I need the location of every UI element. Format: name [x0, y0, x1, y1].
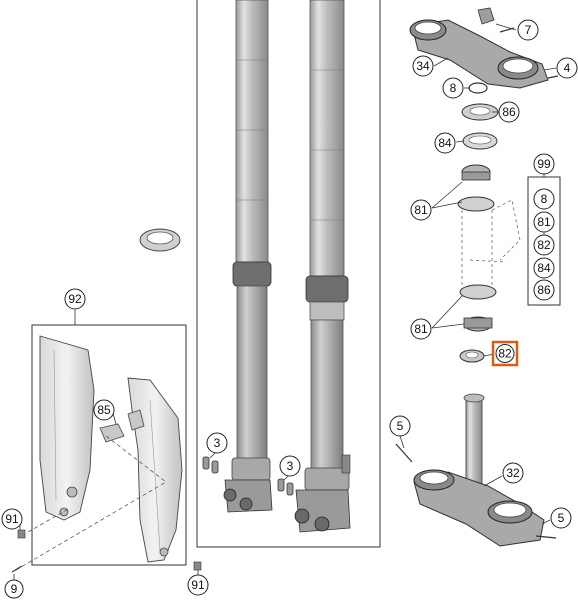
callout-label: 91: [5, 512, 19, 526]
callout-5-upper[interactable]: 5: [389, 415, 411, 437]
screw-91-left: [17, 529, 26, 539]
callout-label: 3: [214, 436, 221, 450]
highlight-box: [491, 340, 519, 367]
callout-label: 8: [450, 81, 457, 95]
callout-label: 81: [537, 215, 551, 229]
callout-81-upper[interactable]: 81: [410, 199, 432, 221]
left-fork-leg: [223, 0, 273, 513]
callout-label: 3: [287, 459, 294, 473]
o-ring: [468, 82, 488, 94]
right-fork-guard: [127, 377, 183, 563]
left-fork-seal: [232, 261, 272, 287]
callout-label: 84: [438, 136, 452, 150]
upper-triple-clamp: [409, 7, 559, 89]
callout-label: 82: [498, 347, 512, 361]
callout-85[interactable]: 85: [93, 399, 115, 421]
callout-label: 8: [541, 192, 548, 206]
kit-item-8[interactable]: 8: [533, 188, 555, 210]
callout-3-right[interactable]: 3: [279, 455, 301, 477]
callout-label: 5: [558, 511, 565, 525]
kit-item-82[interactable]: 82: [533, 234, 555, 256]
screw-91-right: [193, 561, 202, 571]
callout-5-lower[interactable]: 5: [550, 507, 572, 529]
lower-bearing: [459, 284, 497, 332]
callout-label: 81: [414, 322, 428, 336]
guard-assembly-lines: [15, 435, 167, 571]
dust-seal: [461, 103, 499, 121]
guard-bracket: [99, 409, 145, 443]
callout-label: 99: [537, 157, 551, 171]
callout-34[interactable]: 34: [412, 55, 434, 77]
loose-ring: [139, 228, 181, 252]
fork-guard-frame: [31, 324, 187, 566]
callout-9[interactable]: 9: [4, 579, 24, 599]
steering-head-outline: [461, 199, 521, 290]
lower-triple-clamp: [395, 393, 557, 547]
callout-label: 5: [397, 419, 404, 433]
screw-9: [11, 565, 23, 573]
callout-99-kit[interactable]: 99: [533, 153, 555, 175]
callout-32[interactable]: 32: [502, 462, 524, 484]
callout-label: 4: [564, 61, 571, 75]
callout-label: 81: [414, 203, 428, 217]
right-fork-seal: [305, 275, 349, 303]
callout-label: 82: [537, 238, 551, 252]
kit-item-81[interactable]: 81: [533, 211, 555, 233]
seal-ring-82: [459, 349, 485, 363]
clamp-bolts-left: [202, 456, 219, 474]
callout-82-highlighted[interactable]: 82: [491, 340, 519, 367]
kit-item-86[interactable]: 86: [533, 279, 555, 301]
kit-item-84[interactable]: 84: [533, 257, 555, 279]
callout-8[interactable]: 8: [442, 77, 464, 99]
callout-label: 34: [416, 59, 430, 73]
callout-label: 92: [68, 292, 82, 306]
left-fork-guard: [39, 335, 95, 521]
left-axle-clamp: [224, 479, 273, 513]
callout-81-lower[interactable]: 81: [410, 318, 432, 340]
callout-label: 84: [537, 261, 551, 275]
callout-label: 85: [97, 403, 111, 417]
clamp-bolts-right: [277, 478, 294, 496]
callout-label: 7: [525, 23, 532, 37]
callout-84[interactable]: 84: [434, 132, 456, 154]
callout-4[interactable]: 4: [556, 57, 578, 79]
callout-label: 91: [191, 578, 205, 592]
callout-86[interactable]: 86: [498, 101, 520, 123]
callout-7[interactable]: 7: [517, 19, 539, 41]
callout-label: 9: [11, 582, 18, 596]
callout-3-left[interactable]: 3: [206, 432, 228, 454]
callout-label: 86: [502, 105, 516, 119]
callout-92[interactable]: 92: [64, 288, 86, 310]
callout-label: 32: [506, 466, 520, 480]
bearing-race-84: [462, 132, 498, 150]
callout-91-right[interactable]: 91: [187, 574, 209, 596]
right-fork-leg: [294, 0, 351, 533]
callout-91-left[interactable]: 91: [1, 508, 23, 530]
upper-bearing: [457, 164, 495, 212]
fork-group-frame: [196, 0, 381, 548]
callout-label: 86: [537, 283, 551, 297]
